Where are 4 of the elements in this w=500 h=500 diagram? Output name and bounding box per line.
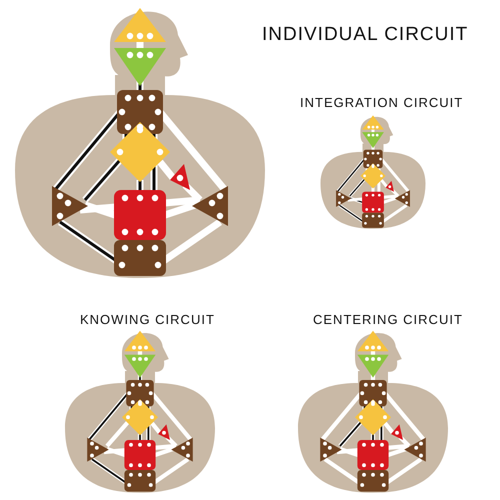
- section-heading: KNOWING CIRCUIT: [80, 312, 215, 327]
- title: INDIVIDUAL CIRCUIT: [262, 24, 468, 46]
- section-heading: INTEGRATION CIRCUIT: [300, 95, 464, 110]
- section-heading: CENTERING CIRCUIT: [313, 312, 463, 327]
